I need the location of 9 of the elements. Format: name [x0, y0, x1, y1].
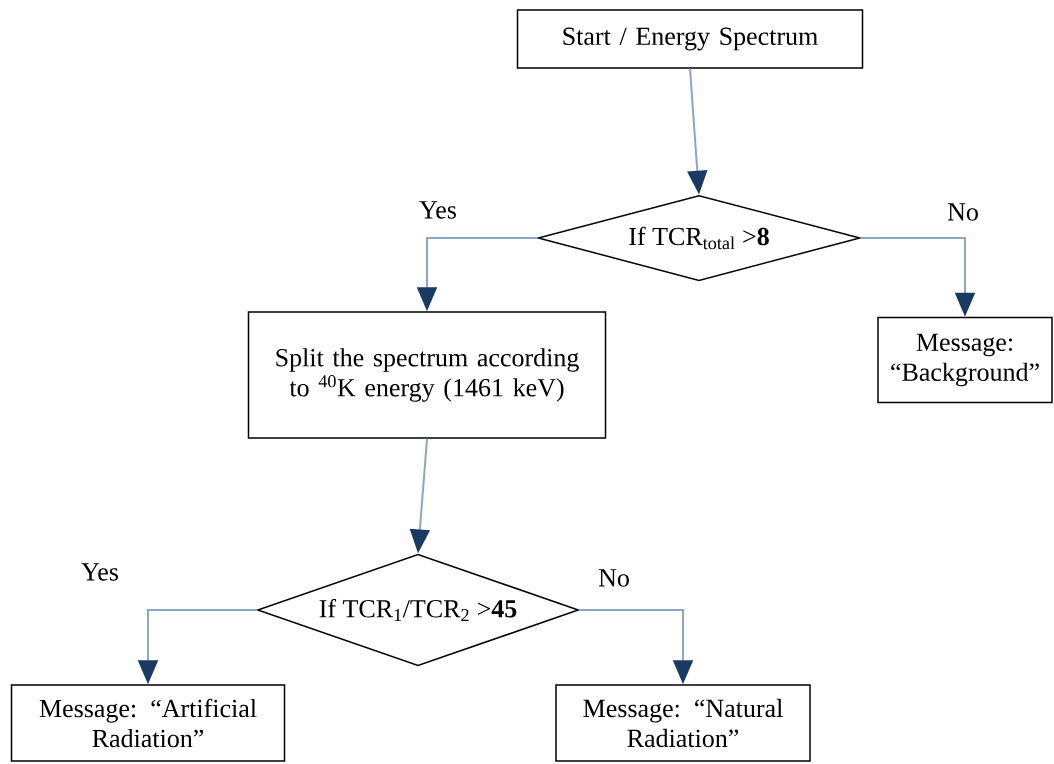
edge-label: Yes: [80, 562, 120, 582]
edge-label: No: [946, 202, 980, 222]
edge-label: No: [597, 568, 631, 588]
process-box: Message: “Artificial Radiation”: [10, 684, 286, 762]
process-box: Start / Energy Spectrum: [516, 9, 864, 69]
process-box: Message: “Background”: [877, 316, 1053, 404]
process-box: Message: “Natural Radiation”: [555, 684, 811, 762]
edge-label: Yes: [418, 200, 458, 220]
process-box: Split the spectrum according to $^{40}$K energy (1461 keV): [247, 311, 607, 439]
